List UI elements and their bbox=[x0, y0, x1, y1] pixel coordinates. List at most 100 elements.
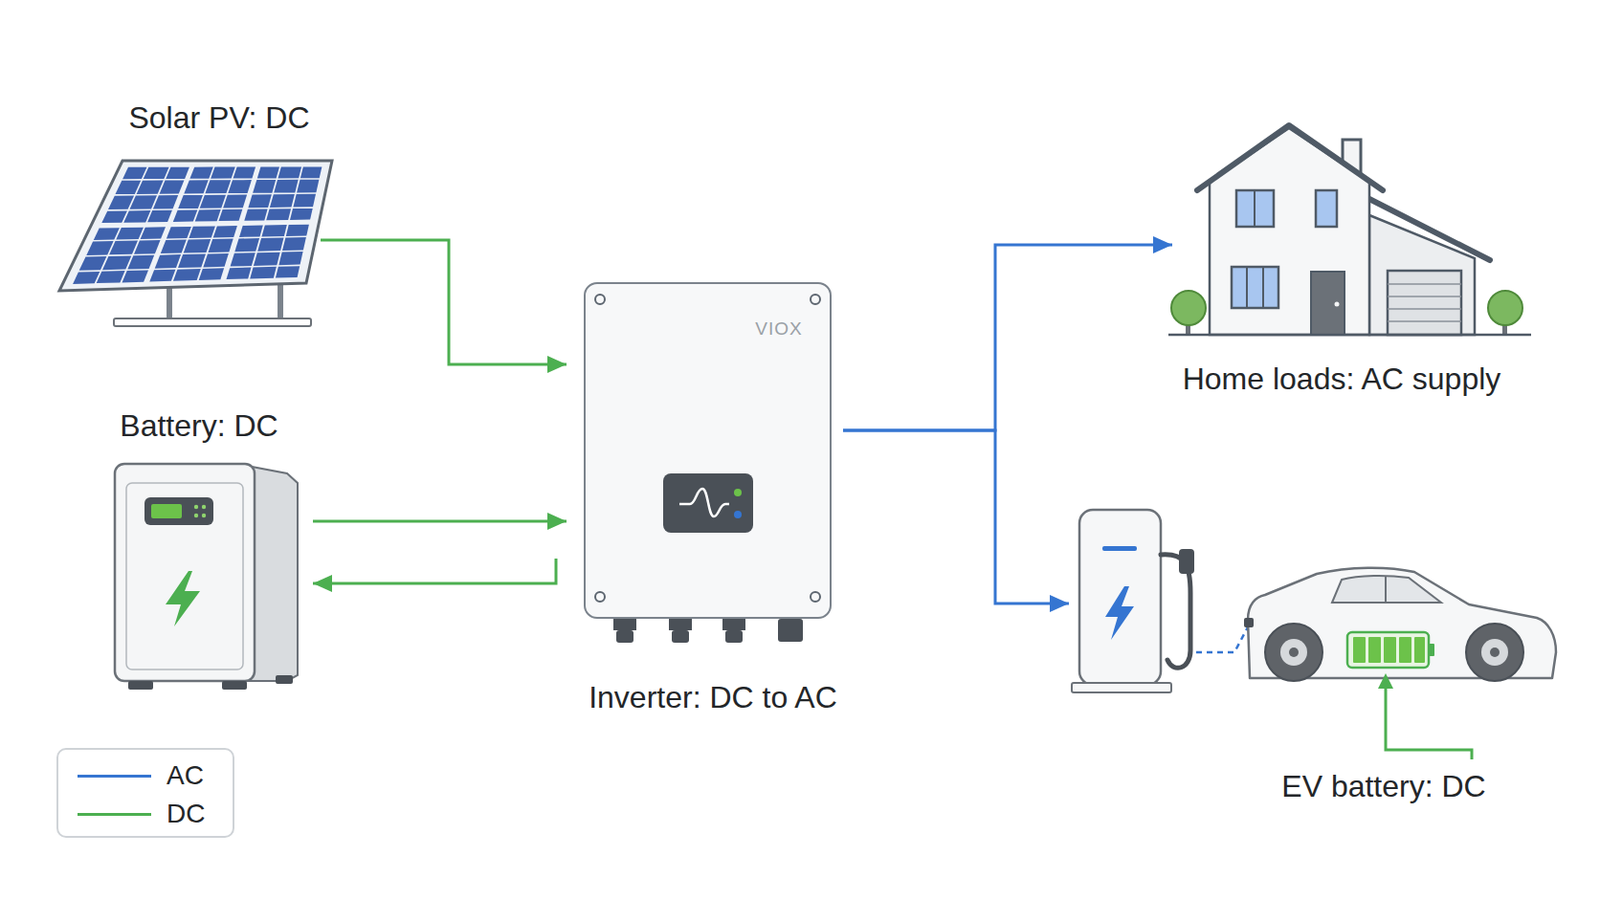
home-battery-illustration-part bbox=[165, 571, 200, 627]
solar-cell bbox=[79, 256, 108, 271]
house-illustration-part bbox=[1488, 290, 1523, 326]
house-illustration-part bbox=[1209, 128, 1370, 335]
ev-charger-and-car-illustration-part bbox=[1399, 637, 1412, 664]
solar-node: Solar PV: DC bbox=[52, 90, 321, 331]
ev-charger-and-car-illustration-part bbox=[1368, 637, 1381, 664]
house-illustration-part bbox=[1369, 199, 1490, 261]
solar-cell bbox=[183, 239, 212, 253]
inverter-illustration-part bbox=[671, 630, 689, 644]
home-battery-illustration-part bbox=[222, 681, 247, 690]
inverter-illustration-part bbox=[733, 511, 742, 519]
house-illustration-part bbox=[1262, 266, 1265, 309]
solar-cell bbox=[226, 267, 252, 281]
solar-cell bbox=[133, 240, 161, 255]
ev-charger-and-car-illustration-part bbox=[1383, 637, 1397, 664]
legend-line-sample bbox=[77, 813, 152, 817]
solar-cell bbox=[277, 167, 302, 179]
solar-cell bbox=[140, 226, 166, 240]
ev-node: EV battery: DC bbox=[1068, 505, 1560, 812]
solar-cell bbox=[130, 195, 158, 210]
home-battery-illustration-part bbox=[201, 513, 206, 518]
solar-cell bbox=[239, 225, 264, 238]
house-illustration-part bbox=[1197, 125, 1383, 191]
solar-cell bbox=[160, 240, 187, 255]
inverter-illustration-part bbox=[613, 619, 637, 631]
inverter-illustration-part bbox=[595, 294, 605, 305]
ev-charger-and-car-illustration bbox=[1071, 510, 1556, 693]
legend-text: AC bbox=[166, 760, 204, 792]
home-battery-illustration-part bbox=[126, 483, 244, 670]
inverter-illustration-part bbox=[616, 630, 634, 644]
inverter-illustration-part bbox=[663, 473, 754, 534]
home-battery-illustration-part bbox=[151, 504, 182, 519]
ev-charger-and-car-illustration-part bbox=[1196, 622, 1251, 653]
solar-cell bbox=[166, 226, 192, 240]
solar-cell bbox=[249, 266, 277, 280]
ev-charger-and-car-illustration-part bbox=[1466, 623, 1524, 682]
solar-cell bbox=[210, 167, 236, 179]
solar-cell bbox=[109, 241, 138, 256]
ev-charger-and-car-illustration-part bbox=[1347, 632, 1429, 668]
solar-cell bbox=[101, 210, 128, 223]
inverter-illustration-part bbox=[668, 619, 692, 631]
solar-cell bbox=[173, 268, 201, 282]
battery-node: Battery: DC bbox=[107, 401, 305, 689]
solar-cell bbox=[96, 270, 126, 284]
component-label: Home loads: AC supply bbox=[1182, 360, 1502, 398]
dc-power-flow bbox=[312, 558, 556, 584]
solar-cell bbox=[177, 254, 206, 269]
house-illustration-part bbox=[1253, 190, 1256, 227]
inverter-illustration-part bbox=[725, 630, 743, 644]
solar-cell bbox=[149, 269, 176, 283]
solar-cell bbox=[202, 253, 229, 267]
ev-charger-and-car-illustration-part bbox=[1102, 546, 1137, 552]
component-label: Solar PV: DC bbox=[128, 99, 310, 136]
solar-cell bbox=[234, 238, 260, 252]
solar-cell bbox=[275, 266, 300, 278]
ev-charger-and-car-illustration-part bbox=[1265, 623, 1323, 682]
solar-panel-illustration-part bbox=[72, 166, 322, 285]
solar-cell bbox=[188, 225, 216, 239]
solar-cell bbox=[177, 195, 203, 209]
inverter-illustration-part bbox=[595, 592, 605, 602]
ac-power-flow bbox=[843, 430, 1069, 604]
house-illustration-part bbox=[1387, 295, 1462, 298]
solar-cell bbox=[159, 180, 185, 195]
ev-charger-and-car-illustration-part bbox=[1288, 647, 1299, 658]
ev-charger-and-car-illustration-part bbox=[1280, 639, 1308, 667]
component-label: EV battery: DC bbox=[1281, 768, 1486, 805]
component-label: Battery: DC bbox=[119, 407, 278, 445]
house-illustration-part bbox=[1387, 270, 1462, 335]
solar-cell bbox=[173, 210, 199, 223]
inverter-illustration-part bbox=[722, 619, 746, 631]
solar-cell bbox=[136, 180, 164, 195]
solar-cell bbox=[266, 208, 291, 221]
solar-cell bbox=[219, 209, 244, 222]
solar-cell bbox=[165, 167, 190, 179]
solar-cell bbox=[269, 194, 295, 208]
inverter-illustration-part bbox=[583, 282, 832, 620]
ev-charger-and-car-illustration-part bbox=[1178, 549, 1195, 575]
brand-label: VIOX bbox=[755, 318, 802, 340]
solar-panel-illustration-part bbox=[59, 160, 333, 291]
solar-panel-illustration-part bbox=[113, 318, 312, 327]
solar-cell bbox=[195, 209, 222, 222]
leader-line-part bbox=[1377, 673, 1394, 689]
home-battery-illustration-part bbox=[194, 505, 199, 510]
solar-cell bbox=[115, 227, 144, 241]
home-battery-illustration-part bbox=[128, 681, 154, 690]
solar-cell bbox=[222, 195, 247, 209]
solar-cell bbox=[183, 179, 208, 194]
solar-cell bbox=[204, 179, 231, 194]
inverter-illustration-part bbox=[810, 294, 821, 305]
house-illustration-part bbox=[1387, 283, 1462, 286]
home-battery-illustration-part bbox=[194, 513, 199, 518]
leader-line-part bbox=[1385, 685, 1472, 760]
solar-cell bbox=[292, 194, 316, 208]
solar-cell bbox=[261, 224, 287, 237]
solar-cell bbox=[86, 241, 113, 256]
solar-cell bbox=[244, 209, 267, 222]
